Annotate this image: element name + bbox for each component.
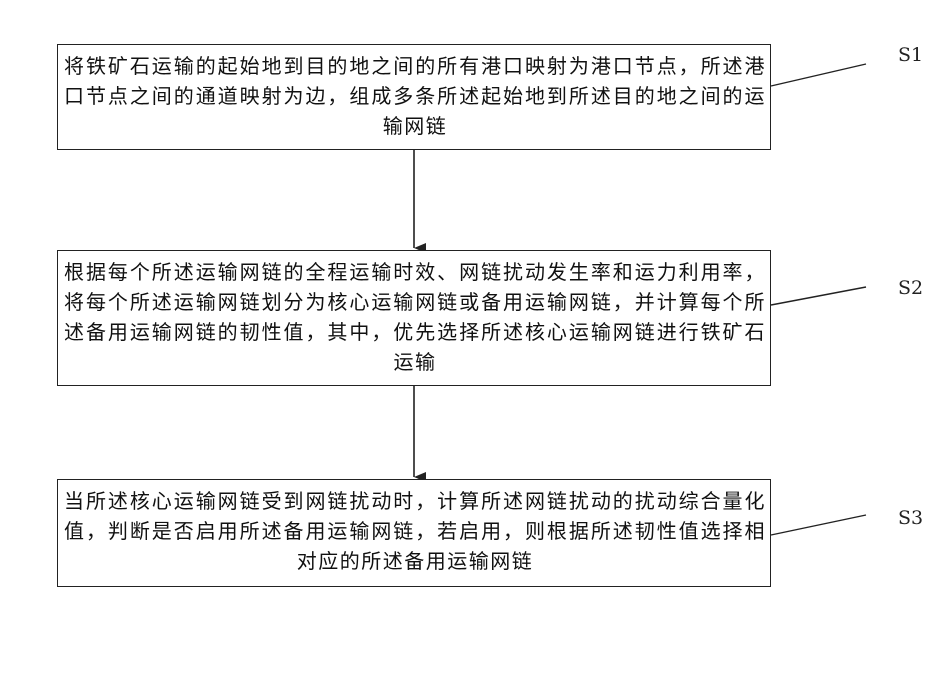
step-label-s2: S2 bbox=[898, 277, 923, 299]
step-text-s2: 根据每个所述运输网链的全程运输时效、网链扰动发生率和运力利用率，将每个所述运输网… bbox=[58, 251, 770, 377]
step-box-s1: 将铁矿石运输的起始地到目的地之间的所有港口映射为港口节点，所述港口节点之间的通道… bbox=[57, 44, 771, 150]
step-text-s3: 当所述核心运输网链受到网链扰动时，计算所述网链扰动的扰动综合量化值，判断是否启用… bbox=[58, 480, 770, 576]
step-box-s2: 根据每个所述运输网链的全程运输时效、网链扰动发生率和运力利用率，将每个所述运输网… bbox=[57, 250, 771, 386]
leader-line-s1 bbox=[771, 64, 866, 86]
step-label-s1: S1 bbox=[898, 44, 923, 66]
step-label-s3: S3 bbox=[898, 507, 923, 529]
leader-line-s3 bbox=[771, 515, 866, 535]
step-text-s1: 将铁矿石运输的起始地到目的地之间的所有港口映射为港口节点，所述港口节点之间的通道… bbox=[58, 45, 770, 141]
step-box-s3: 当所述核心运输网链受到网链扰动时，计算所述网链扰动的扰动综合量化值，判断是否启用… bbox=[57, 479, 771, 587]
leader-line-s2 bbox=[771, 287, 866, 305]
